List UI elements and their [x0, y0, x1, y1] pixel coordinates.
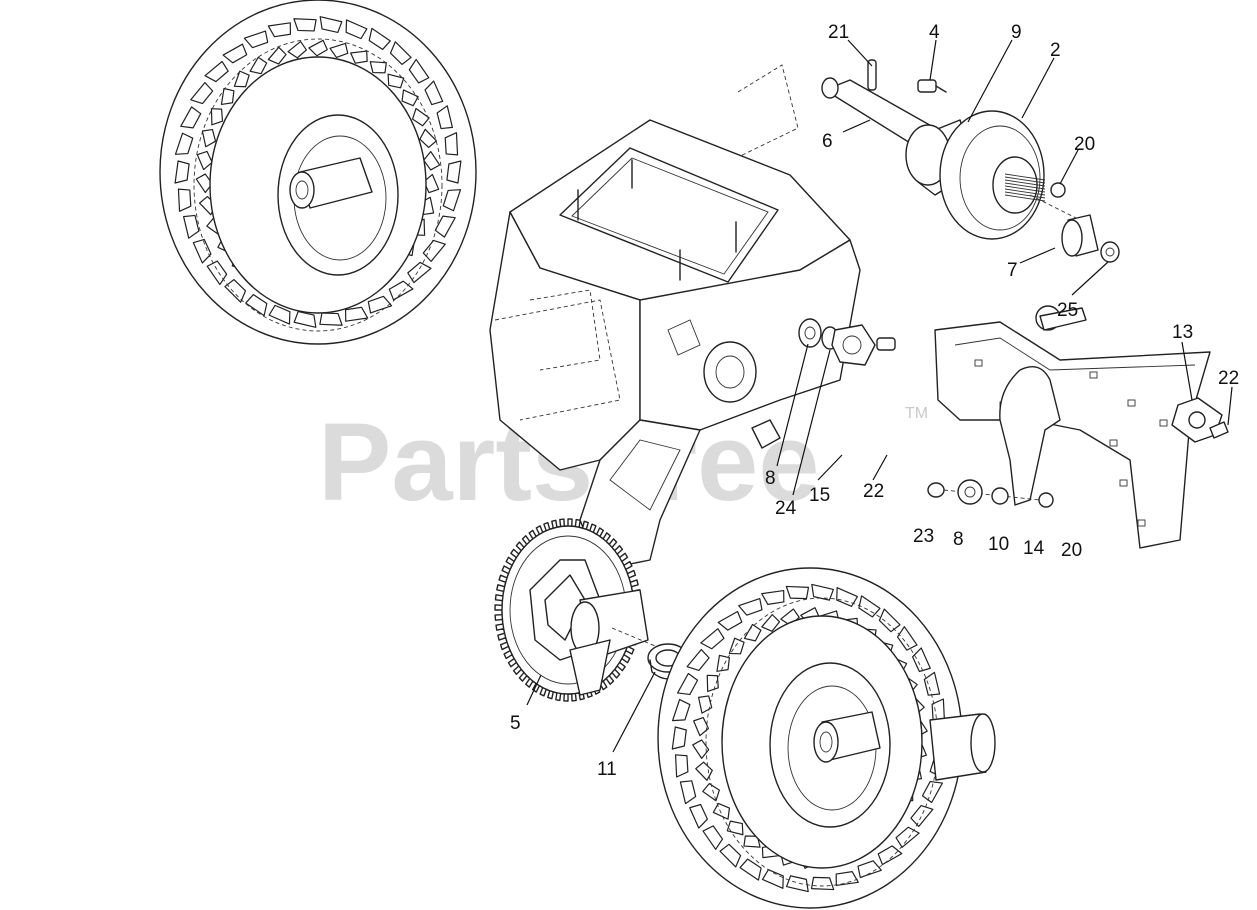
callout-21: 21 — [828, 22, 849, 43]
watermark-trademark: TM — [905, 405, 928, 422]
callout-20-upper: 20 — [1074, 134, 1095, 155]
chassis-frame — [489, 64, 861, 571]
callout-13: 13 — [1172, 322, 1193, 343]
callout-leaders — [526, 39, 1233, 753]
callout-5: 5 — [510, 713, 521, 734]
callout-9: 9 — [1011, 22, 1022, 43]
callout-2: 2 — [1050, 40, 1061, 61]
callout-11: 11 — [597, 759, 617, 780]
callout-20-lower: 20 — [1061, 540, 1082, 561]
callout-14: 14 — [1023, 538, 1045, 559]
gear-part-5 — [494, 518, 649, 702]
callout-8-lower: 8 — [953, 529, 964, 550]
callout-22-mid: 22 — [863, 481, 884, 502]
callout-15: 15 — [809, 485, 830, 506]
callout-6: 6 — [822, 131, 833, 152]
tire-upper-left — [159, 0, 477, 345]
callout-labels: 21 4 9 2 6 20 7 25 13 22 8 24 15 22 23 8… — [510, 22, 1239, 780]
bushing-part-11 — [611, 627, 689, 680]
axle-pulley-assembly — [821, 59, 1120, 263]
callout-25: 25 — [1057, 300, 1078, 321]
callout-7: 7 — [1007, 260, 1018, 281]
callout-23: 23 — [913, 526, 934, 547]
callout-10: 10 — [988, 534, 1009, 555]
callout-8-upper: 8 — [765, 468, 776, 489]
side-hardware — [798, 318, 896, 366]
bracket-assembly — [934, 305, 1229, 549]
callout-24: 24 — [775, 498, 797, 519]
callout-22-right: 22 — [1218, 368, 1239, 389]
callout-4: 4 — [929, 22, 940, 43]
lower-hardware — [927, 479, 1054, 508]
tire-lower-right — [657, 567, 996, 909]
